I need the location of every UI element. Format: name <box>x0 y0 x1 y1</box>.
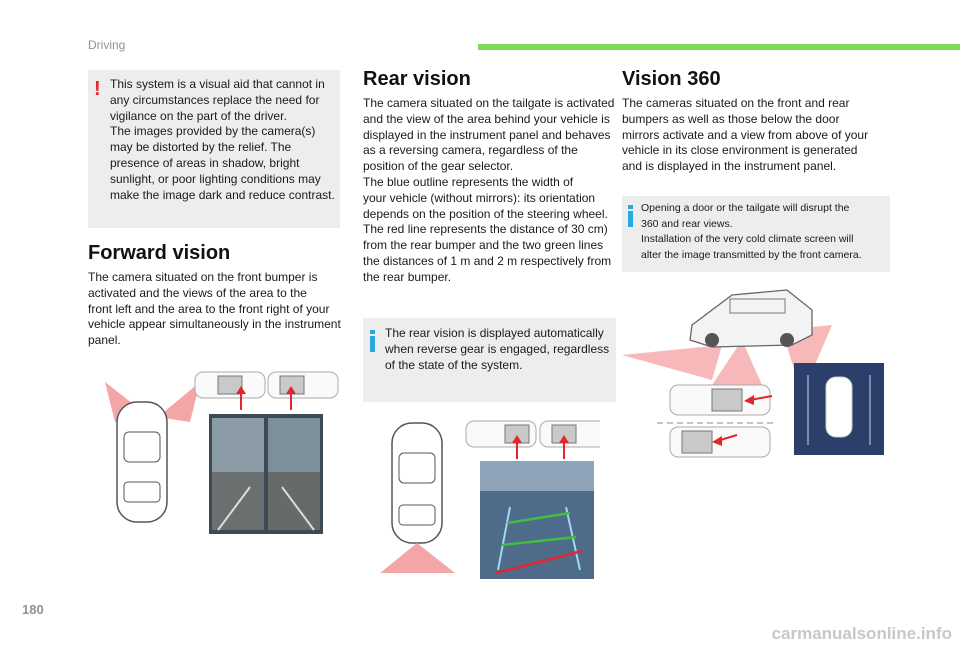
rear-vision-title: Rear vision <box>363 68 471 90</box>
vision360-line: vehicle in its close environment is gene… <box>622 143 858 158</box>
rear-line: The camera situated on the tailgate is a… <box>363 96 615 110</box>
rear-info-line: of the state of the system. <box>385 357 523 372</box>
warning-line: may be distorted by the relief. The <box>110 140 292 155</box>
forward-line: front left and the area to the front rig… <box>88 301 330 316</box>
forward-vision-illustration <box>105 371 339 534</box>
rear-info-box: The rear vision is displayed automatical… <box>363 318 616 402</box>
vision360-info-line: Opening a door or the tailgate will disr… <box>641 202 850 214</box>
forward-line: panel. <box>88 333 121 348</box>
front-camera-field <box>622 345 722 380</box>
rear-line: as a reversing camera, regardless of the <box>363 143 578 158</box>
rear-line: The red line represents the distance of … <box>363 222 608 237</box>
vision360-info-line: alter the image transmitted by the front… <box>641 248 862 261</box>
warning-line: The images provided by the camera(s) <box>110 124 316 139</box>
warning-line: This system is a visual aid that cannot … <box>110 77 325 91</box>
mirror-camera-field <box>712 340 762 385</box>
section-accent-bar <box>478 44 960 50</box>
info-icon <box>628 205 633 227</box>
info-icon <box>370 330 375 352</box>
vision360-line: and is displayed in the instrument panel… <box>622 159 837 174</box>
warning-box: ! This system is a visual aid that canno… <box>88 70 340 228</box>
rear-line: and the view of the area behind your veh… <box>363 111 610 126</box>
watermark: carmanualsonline.info <box>771 624 952 643</box>
vision360-info-line: Installation of the very cold climate sc… <box>641 233 854 246</box>
rear-info-line: when reverse gear is engaged, regardless <box>385 341 610 356</box>
warning-line: presence of areas in shadow, bright <box>110 155 300 170</box>
rear-info-line: The rear vision is displayed automatical… <box>385 326 604 340</box>
warning-line: sunlight, or poor lighting conditions ma… <box>110 171 321 186</box>
forward-vision-title: Forward vision <box>88 242 231 264</box>
page-number: 180 <box>22 602 44 617</box>
forward-line: vehicle appear simultaneously in the ins… <box>88 317 341 332</box>
car-perspective-view <box>689 289 813 348</box>
rear-line: The blue outline represents the width of <box>363 174 574 189</box>
vision360-line: bumpers as well as those below the door <box>622 111 840 126</box>
rear-line: the rear bumper. <box>363 269 452 284</box>
rear-vision-illustration <box>380 420 600 579</box>
rear-line: the distances of 1 m and 2 m respectivel… <box>363 253 612 268</box>
rear-line: position of the gear selector. <box>363 159 514 174</box>
vision-360-title: Vision 360 <box>622 68 721 90</box>
vision360-info-line: 360 and rear views. <box>641 217 733 230</box>
right-camera-field <box>158 382 200 422</box>
warning-line: any circumstances replace the need for <box>110 92 320 107</box>
vision360-line: The cameras situated on the front and re… <box>622 96 850 110</box>
rear-line: from the rear bumper and the two green l… <box>363 238 604 253</box>
warning-line: make the image dark and reduce contrast. <box>110 187 335 202</box>
rear-line: your vehicle (without mirrors): its orie… <box>363 190 596 205</box>
exclamation-icon: ! <box>94 78 101 100</box>
forward-line: The camera situated on the front bumper … <box>88 270 318 284</box>
vision360-illustration <box>622 289 884 458</box>
rear-line: displayed in the instrument panel and be… <box>363 127 611 142</box>
warning-line: vigilance on the part of the driver. <box>110 108 287 123</box>
forward-line: activated and the views of the area to t… <box>88 285 307 300</box>
section-label: Driving <box>88 38 126 52</box>
rear-camera-field <box>380 543 455 573</box>
vision360-line: mirrors activate and a view from above o… <box>622 127 869 142</box>
vision360-info-box: Opening a door or the tailgate will disr… <box>622 196 890 272</box>
rear-line: depends on the position of the steering … <box>363 206 608 221</box>
